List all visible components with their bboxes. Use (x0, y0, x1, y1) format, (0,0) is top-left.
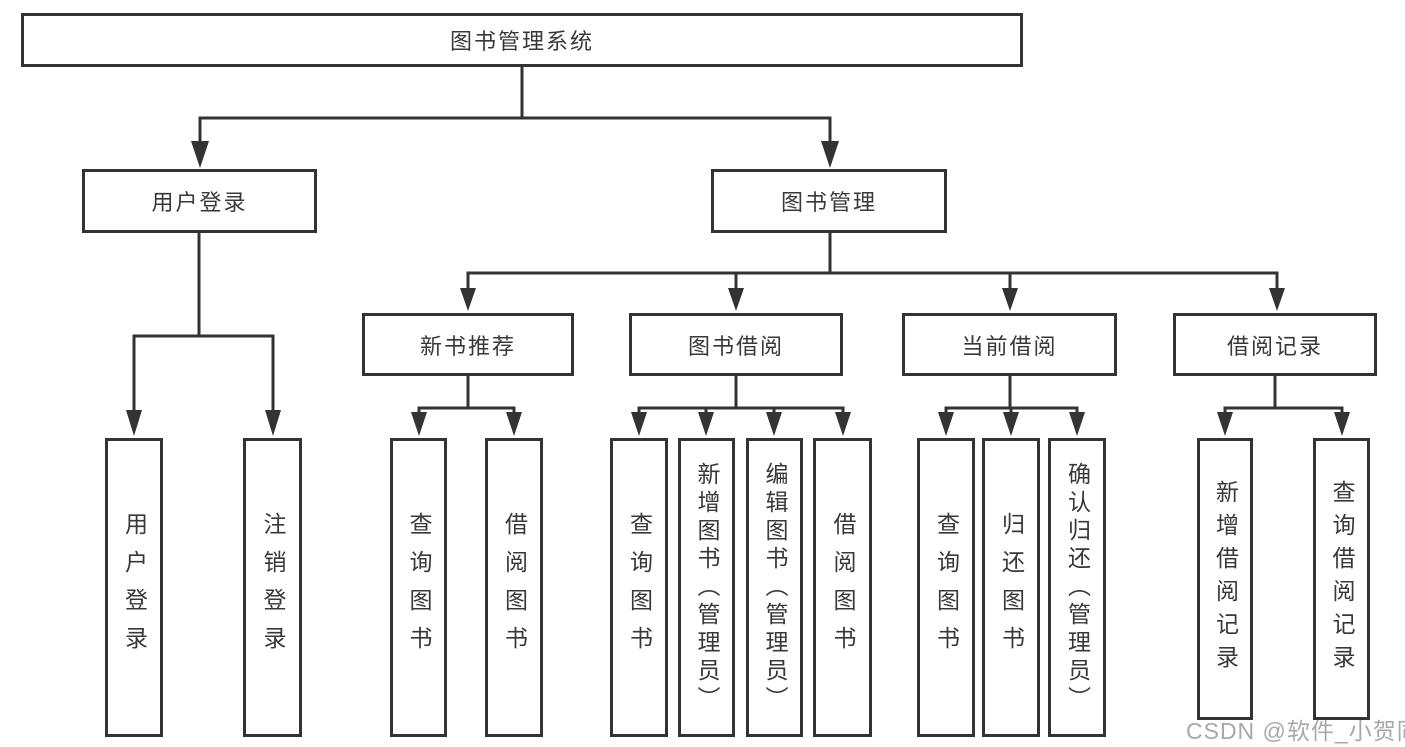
node-leaf-user-login: 用户登录 (105, 438, 163, 737)
node-leaf-recommend-query-books: 查询图书 (390, 438, 447, 737)
node-current-borrow: 当前借阅 (902, 313, 1117, 376)
node-leaf-query-borrow-record: 查询借阅记录 (1313, 438, 1370, 720)
node-user-login: 用户登录 (82, 169, 317, 233)
watermark: CSDN @软件_小贺同学 (1186, 718, 1405, 744)
node-leaf-current-query-books: 查询图书 (917, 438, 975, 737)
node-leaf-add-borrow-record: 新增借阅记录 (1197, 438, 1253, 720)
node-leaf-recommend-borrow-books: 借阅图书 (485, 438, 543, 737)
node-leaf-borrow-query-books: 查询图书 (610, 438, 668, 737)
node-new-book-recommend: 新书推荐 (362, 313, 574, 376)
node-borrow-records: 借阅记录 (1173, 313, 1377, 376)
node-leaf-add-books-admin: 新增图书（管理员） (678, 438, 735, 737)
node-leaf-borrow-books: 借阅图书 (813, 438, 872, 737)
node-leaf-return-books: 归还图书 (982, 438, 1040, 737)
node-leaf-logout: 注销登录 (243, 438, 302, 737)
node-book-borrow: 图书借阅 (629, 313, 843, 376)
node-book-management: 图书管理 (711, 169, 947, 233)
node-leaf-confirm-return-admin: 确认归还（管理员） (1048, 438, 1106, 737)
node-leaf-edit-books-admin: 编辑图书（管理员） (746, 438, 803, 737)
node-root: 图书管理系统 (21, 13, 1023, 67)
